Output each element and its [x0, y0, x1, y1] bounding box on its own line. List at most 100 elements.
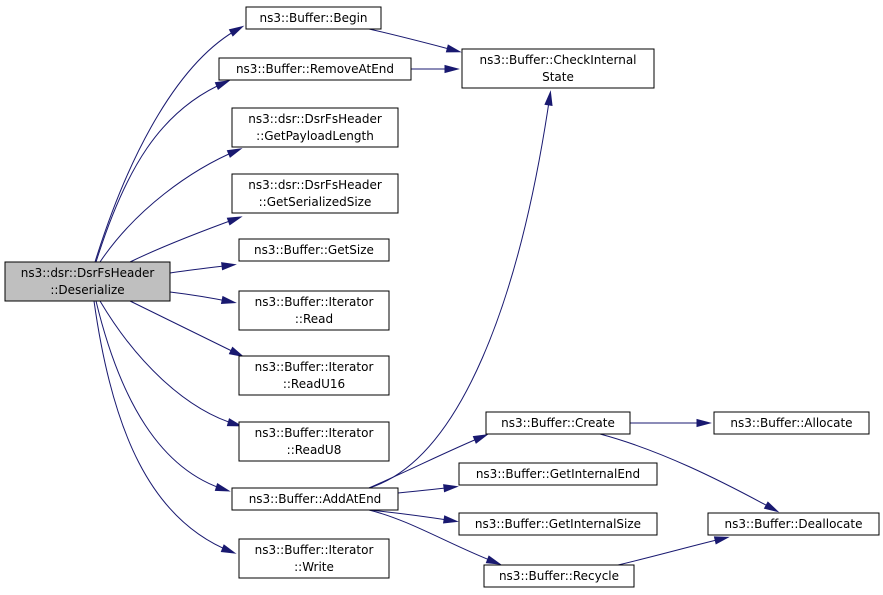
node-label-line: ns3::dsr::DsrFsHeader: [21, 266, 155, 280]
edge-line: [93, 300, 233, 553]
node-label-line: ns3::Buffer::Iterator: [255, 295, 374, 309]
nodes-layer: ns3::dsr::DsrFsHeader::Deserializens3::B…: [4, 6, 880, 588]
node-box: [483, 564, 635, 588]
edge-create-to-deallocate: [599, 433, 780, 513]
arrow-head-icon: [472, 434, 489, 444]
edge-deserialize-to-readu16: [129, 300, 245, 358]
edge-deserialize-to-begin: [94, 25, 245, 263]
node-label-line: ::Read: [295, 312, 333, 326]
arrow-head-icon: [442, 515, 459, 524]
node-box: [707, 512, 880, 536]
node-label-line: State: [542, 70, 574, 84]
node-getinternalend[interactable]: ns3::Buffer::GetInternalEnd: [458, 462, 658, 486]
node-box: [238, 290, 390, 331]
edge-removeatend-to-checkinternalstate: [411, 64, 460, 74]
node-box: [458, 462, 658, 486]
node-allocate[interactable]: ns3::Buffer::Allocate: [713, 411, 870, 435]
node-read[interactable]: ns3::Buffer::Iterator::Read: [238, 290, 390, 331]
arrow-head-icon: [445, 44, 462, 53]
node-label-line: ::Write: [294, 560, 334, 574]
node-label-line: ::ReadU8: [287, 443, 342, 457]
edge-line: [368, 509, 455, 522]
node-box: [231, 107, 399, 148]
edge-line: [95, 81, 227, 263]
node-box: [4, 261, 171, 302]
node-label-line: ns3::Buffer::RemoveAtEnd: [236, 62, 394, 76]
node-getinternalsize[interactable]: ns3::Buffer::GetInternalSize: [458, 512, 658, 536]
edge-line: [368, 28, 458, 52]
node-box: [238, 421, 390, 462]
edge-line: [368, 94, 551, 489]
node-label-line: ns3::Buffer::Recycle: [499, 569, 619, 583]
edge-line: [368, 509, 498, 564]
node-label-line: ::Deserialize: [50, 283, 124, 297]
edge-line: [99, 300, 239, 426]
arrow-head-icon: [221, 262, 237, 271]
edge-addatend-to-create: [368, 434, 489, 489]
arrow-head-icon: [214, 80, 231, 90]
node-begin[interactable]: ns3::Buffer::Begin: [245, 6, 382, 30]
node-readu8[interactable]: ns3::Buffer::Iterator::ReadU8: [238, 421, 390, 462]
node-create[interactable]: ns3::Buffer::Create: [485, 411, 631, 435]
node-label-line: ns3::dsr::DsrFsHeader: [248, 178, 382, 192]
node-deserialize[interactable]: ns3::dsr::DsrFsHeader::Deserialize: [4, 261, 171, 302]
arrow-head-icon: [228, 346, 245, 358]
node-removeatend[interactable]: ns3::Buffer::RemoveAtEnd: [218, 57, 412, 81]
arrow-head-icon: [763, 501, 780, 513]
edge-line: [99, 149, 239, 263]
arrow-head-icon: [228, 25, 245, 37]
arrow-head-icon: [220, 544, 237, 554]
edge-line: [95, 300, 227, 491]
edge-deserialize-to-addatend: [95, 300, 231, 492]
node-getsize[interactable]: ns3::Buffer::GetSize: [238, 238, 390, 262]
arrow-head-icon: [226, 148, 243, 158]
node-label-line: ns3::Buffer::GetSize: [254, 243, 374, 257]
arrow-head-icon: [226, 418, 243, 427]
edge-addatend-to-getinternalsize: [368, 509, 459, 524]
node-deallocate[interactable]: ns3::Buffer::Deallocate: [707, 512, 880, 536]
node-box: [238, 238, 390, 262]
arrow-head-icon: [444, 64, 460, 74]
node-addatend[interactable]: ns3::Buffer::AddAtEnd: [231, 487, 399, 511]
node-label-line: ns3::Buffer::Deallocate: [725, 517, 863, 531]
node-label-line: ns3::Buffer::Allocate: [730, 416, 852, 430]
node-label-line: ns3::Buffer::GetInternalEnd: [476, 467, 640, 481]
edge-deserialize-to-readu8: [99, 300, 243, 427]
node-box: [485, 411, 631, 435]
edge-deserialize-to-getserializedsize: [129, 216, 243, 263]
edge-deserialize-to-getpayloadlength: [99, 148, 243, 263]
arrow-head-icon: [485, 555, 502, 565]
node-label-line: ns3::Buffer::GetInternalSize: [475, 517, 641, 531]
node-label-line: ::GetSerializedSize: [259, 195, 372, 209]
node-label-line: ns3::Buffer::Begin: [259, 11, 367, 25]
edge-line: [368, 435, 485, 489]
edge-deserialize-to-removeatend: [95, 80, 231, 263]
node-getserializedsize[interactable]: ns3::dsr::DsrFsHeader::GetSerializedSize: [231, 173, 399, 214]
node-box: [238, 538, 390, 579]
edge-line: [129, 217, 239, 263]
node-readu16[interactable]: ns3::Buffer::Iterator::ReadU16: [238, 355, 390, 396]
arrow-head-icon: [544, 90, 553, 106]
node-box: [231, 173, 399, 214]
node-recycle[interactable]: ns3::Buffer::Recycle: [483, 564, 635, 588]
node-label-line: ns3::Buffer::Iterator: [255, 360, 374, 374]
arrow-head-icon: [220, 295, 237, 305]
node-box: [245, 6, 382, 30]
node-box: [238, 355, 390, 396]
node-label-line: ns3::Buffer::AddAtEnd: [249, 492, 382, 506]
edge-line: [599, 433, 776, 511]
node-write[interactable]: ns3::Buffer::Iterator::Write: [238, 538, 390, 579]
edge-addatend-to-checkinternalstate: [368, 90, 553, 489]
edge-addatend-to-recycle: [368, 509, 502, 565]
edge-deserialize-to-getsize: [169, 262, 237, 274]
node-label-line: ns3::Buffer::CheckInternal: [479, 53, 636, 67]
edge-line: [617, 537, 726, 566]
node-getpayloadlength[interactable]: ns3::dsr::DsrFsHeader::GetPayloadLength: [231, 107, 399, 148]
edge-recycle-to-deallocate: [617, 536, 730, 566]
node-label-line: ns3::Buffer::Iterator: [255, 543, 374, 557]
arrow-head-icon: [226, 216, 243, 226]
node-label-line: ns3::Buffer::Create: [501, 416, 615, 430]
node-label-line: ::ReadU16: [283, 377, 345, 391]
